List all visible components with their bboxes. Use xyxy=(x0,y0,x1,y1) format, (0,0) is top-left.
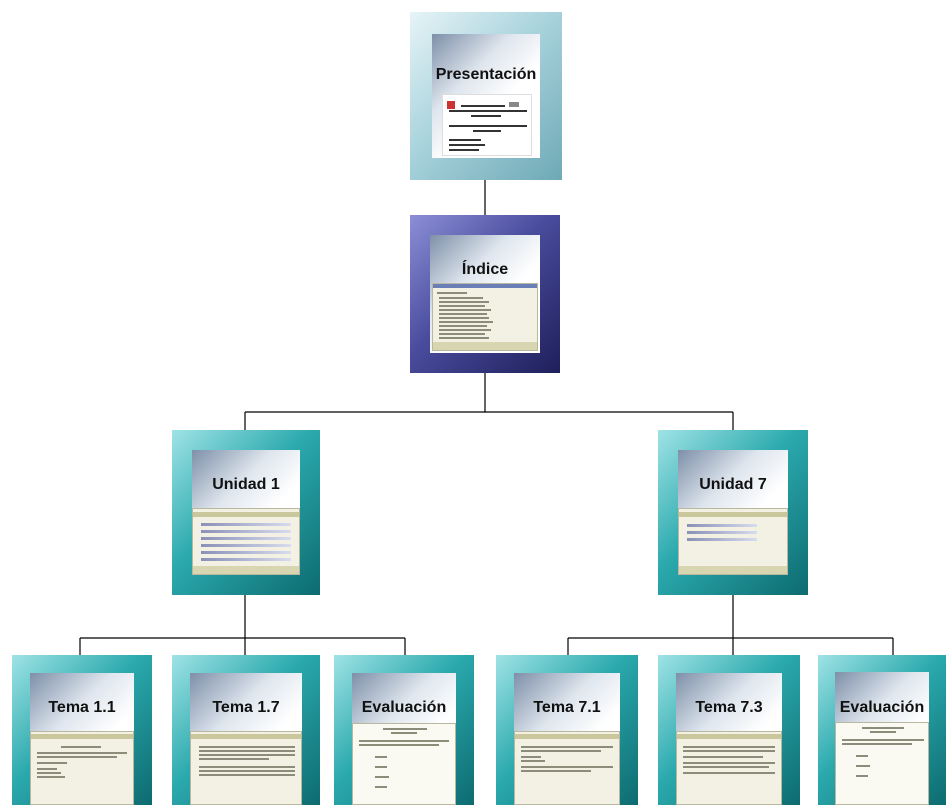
frame-inner: Índice xyxy=(430,235,540,353)
frame-inner: Tema 1.7 xyxy=(190,673,302,805)
node-label: Tema 1.7 xyxy=(212,699,280,716)
tema73-thumbnail xyxy=(676,731,782,805)
frame-inner: Unidad 1 xyxy=(192,450,300,575)
node-tema73[interactable]: Tema 7.3 xyxy=(658,655,800,805)
frame-inner: Unidad 7 xyxy=(678,450,788,575)
node-label: Evaluación xyxy=(839,699,925,716)
unit1-thumbnail xyxy=(192,508,300,575)
frame-inner: Tema 7.1 xyxy=(514,673,620,805)
node-presentacion[interactable]: Presentación xyxy=(410,12,562,180)
node-label: Tema 7.3 xyxy=(695,699,763,716)
tema11-thumbnail xyxy=(30,731,134,805)
evaluacion1-thumbnail xyxy=(352,723,456,805)
node-label: Unidad 7 xyxy=(699,476,767,493)
frame-inner: Tema 7.3 xyxy=(676,673,782,805)
node-tema71[interactable]: Tema 7.1 xyxy=(496,655,638,805)
node-unidad1[interactable]: Unidad 1 xyxy=(172,430,320,595)
node-indice[interactable]: Índice xyxy=(410,215,560,373)
node-evaluacion7[interactable]: Evaluación xyxy=(818,655,946,805)
frame-inner: Tema 1.1 xyxy=(30,673,134,805)
node-label: Evaluación xyxy=(361,699,447,716)
frame-inner: Presentación xyxy=(432,34,540,158)
index-thumbnail xyxy=(432,283,538,351)
evaluacion7-thumbnail xyxy=(835,722,929,805)
presentation-thumbnail xyxy=(442,94,532,156)
node-label: Tema 7.1 xyxy=(533,699,601,716)
unit7-thumbnail xyxy=(678,508,788,575)
node-unidad7[interactable]: Unidad 7 xyxy=(658,430,808,595)
tema71-thumbnail xyxy=(514,731,620,805)
node-evaluacion1[interactable]: Evaluación xyxy=(334,655,474,805)
node-tema11[interactable]: Tema 1.1 xyxy=(12,655,152,805)
tema17-thumbnail xyxy=(190,731,302,805)
node-label: Unidad 1 xyxy=(212,476,280,493)
node-label: Presentación xyxy=(435,66,537,83)
node-tema17[interactable]: Tema 1.7 xyxy=(172,655,320,805)
frame-inner: Evaluación xyxy=(352,673,456,805)
frame-inner: Evaluación xyxy=(835,672,929,805)
node-label: Índice xyxy=(461,261,509,278)
node-label: Tema 1.1 xyxy=(48,699,116,716)
